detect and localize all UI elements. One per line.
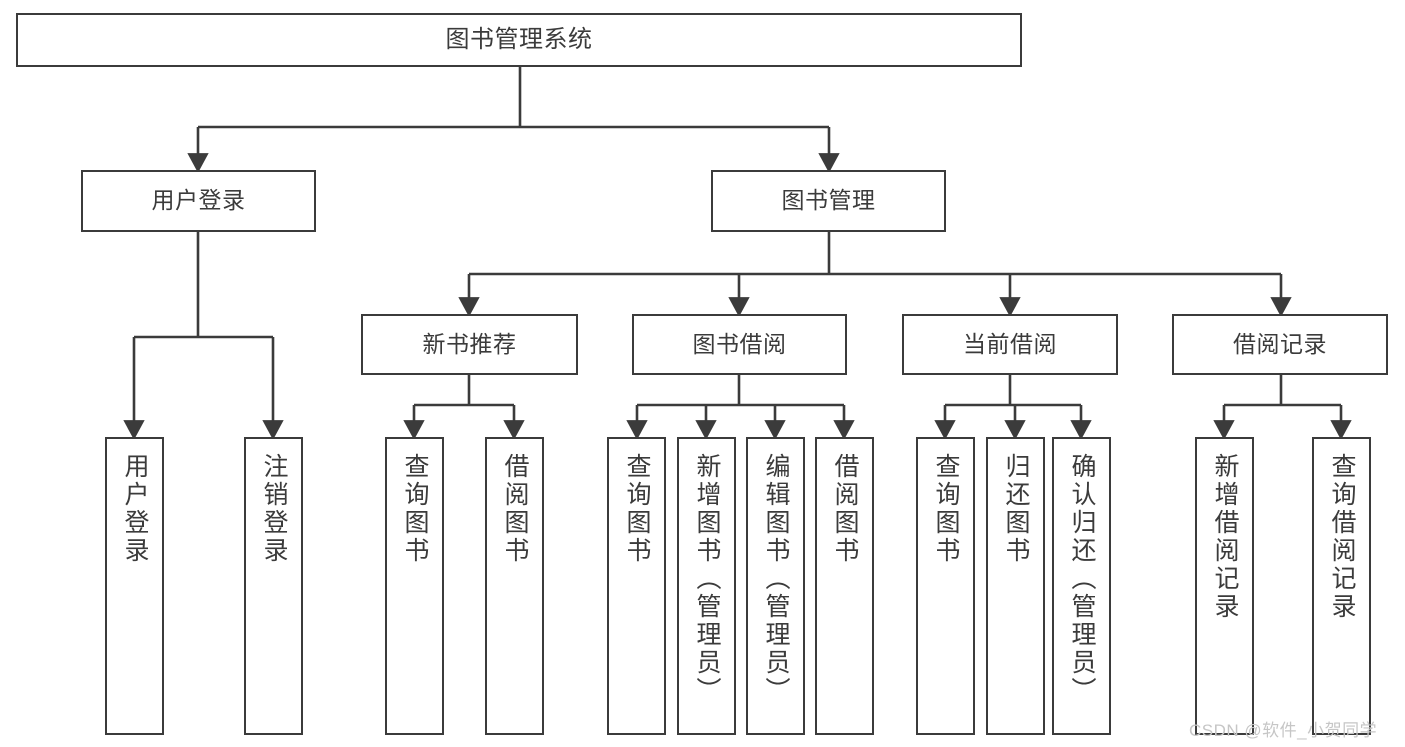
node-book-borrow[interactable]: 图书借阅 (632, 314, 847, 375)
leaf-borrow-borrow-book[interactable]: 借阅图书 (815, 437, 874, 735)
leaf-recommend-query-book[interactable]: 查询图书 (385, 437, 444, 735)
node-new-book-recommend[interactable]: 新书推荐 (361, 314, 578, 375)
node-label: 新增借阅记录 (1211, 453, 1239, 621)
node-label: 用户登录 (121, 453, 149, 565)
node-label: 确认归还（管理员） (1068, 453, 1096, 705)
node-label: 注销登录 (260, 453, 288, 565)
node-label: 编辑图书（管理员） (762, 453, 790, 705)
node-label: 查询图书 (401, 453, 429, 565)
node-label: 查询借阅记录 (1328, 453, 1356, 621)
node-label: 查询图书 (623, 453, 651, 565)
node-label: 当前借阅 (963, 330, 1057, 357)
leaf-current-query-book[interactable]: 查询图书 (916, 437, 975, 735)
node-label: 图书借阅 (692, 330, 787, 357)
leaf-record-add-record[interactable]: 新增借阅记录 (1195, 437, 1254, 735)
node-book-management[interactable]: 图书管理 (711, 170, 946, 232)
node-borrow-record[interactable]: 借阅记录 (1172, 314, 1388, 375)
leaf-recommend-borrow-book[interactable]: 借阅图书 (485, 437, 544, 735)
node-label: 图书管理 (781, 187, 876, 214)
leaf-borrow-edit-book-admin[interactable]: 编辑图书（管理员） (746, 437, 805, 735)
leaf-borrow-query-book[interactable]: 查询图书 (607, 437, 666, 735)
node-root-system[interactable]: 图书管理系统 (16, 13, 1022, 67)
leaf-borrow-add-book-admin[interactable]: 新增图书（管理员） (677, 437, 736, 735)
node-label: 新书推荐 (422, 330, 517, 357)
leaf-record-query-record[interactable]: 查询借阅记录 (1312, 437, 1371, 735)
csdn-watermark: CSDN @软件_小贺同学 (1189, 721, 1378, 740)
node-label: 借阅图书 (831, 453, 859, 565)
node-current-borrow[interactable]: 当前借阅 (902, 314, 1118, 375)
node-label: 图书管理系统 (445, 25, 593, 53)
node-user-login[interactable]: 用户登录 (81, 170, 316, 232)
node-label: 用户登录 (151, 187, 246, 214)
node-label: 借阅图书 (501, 453, 529, 565)
leaf-current-return-book[interactable]: 归还图书 (986, 437, 1045, 735)
leaf-user-login-logout[interactable]: 注销登录 (244, 437, 303, 735)
leaf-current-confirm-return-admin[interactable]: 确认归还（管理员） (1052, 437, 1111, 735)
node-label: 查询图书 (932, 453, 960, 565)
node-label: 归还图书 (1002, 453, 1030, 565)
node-label: 借阅记录 (1233, 330, 1327, 357)
leaf-user-login-login[interactable]: 用户登录 (105, 437, 164, 735)
node-label: 新增图书（管理员） (693, 453, 721, 705)
